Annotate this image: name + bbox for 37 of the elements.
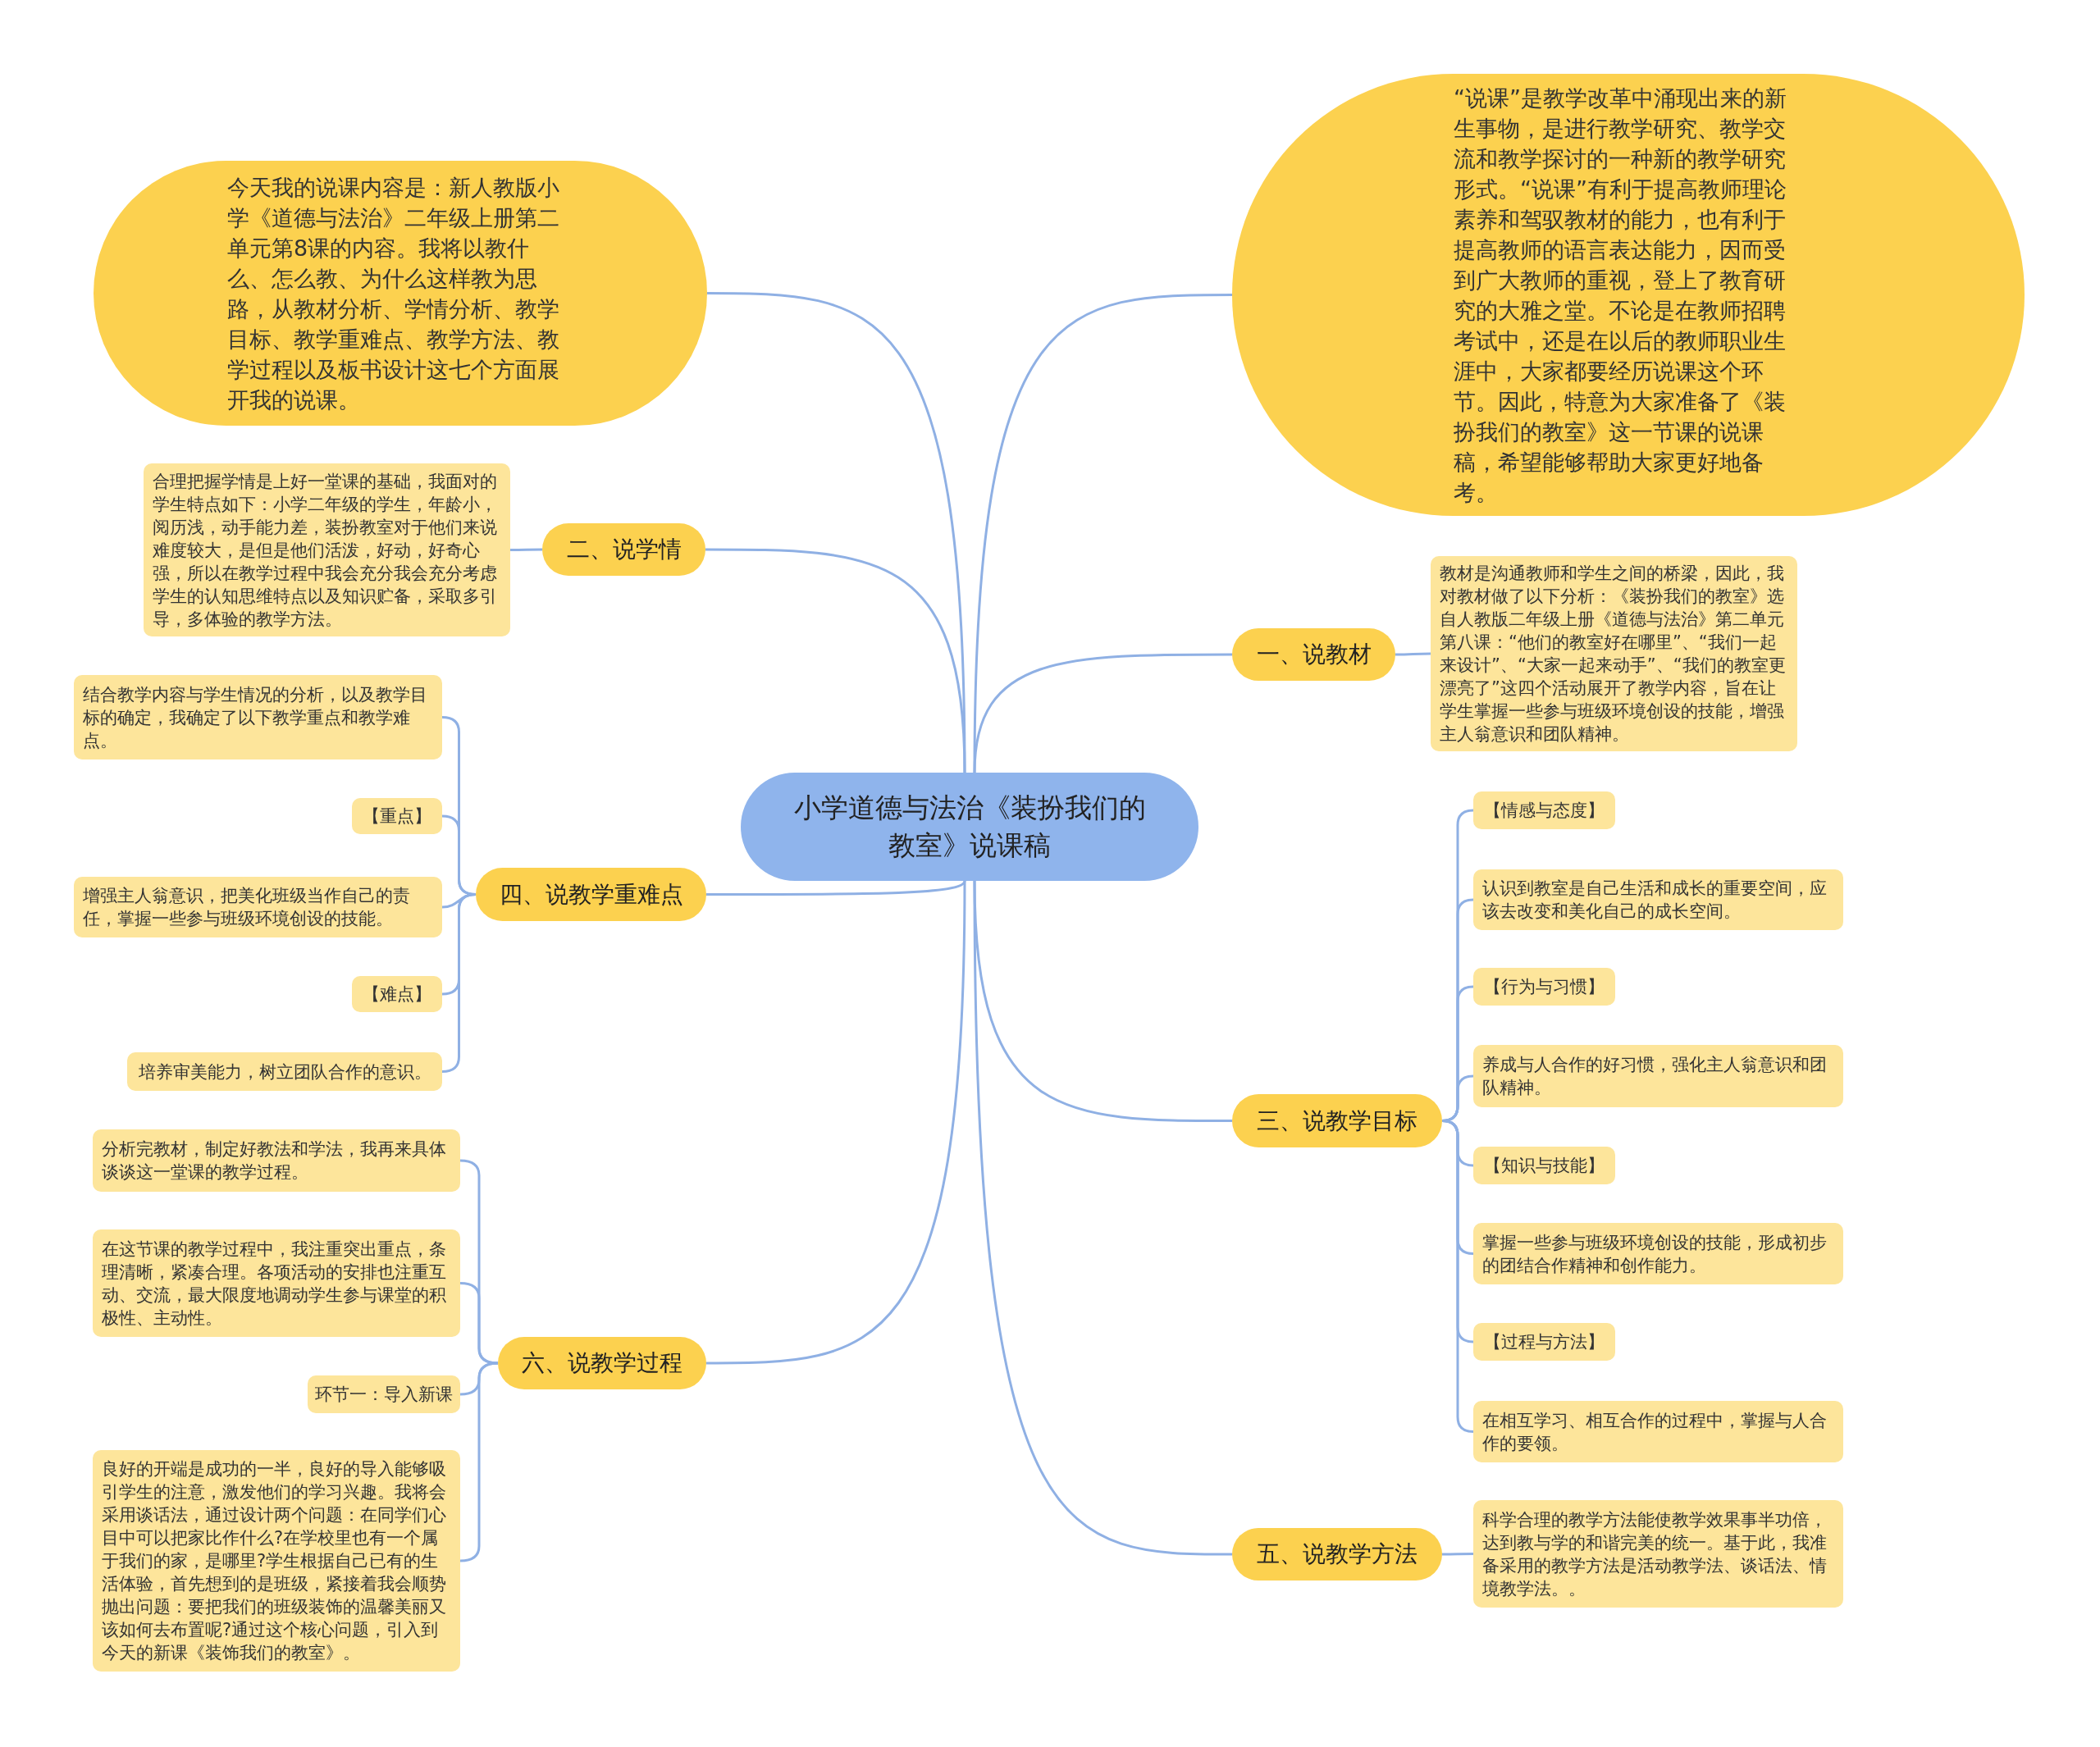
note-box: 科学合理的教学方法能使教学效果事半功倍，达到教与学的和谐完美的统一。基于此，我准备采用的教学方法是活动教学法、谈话法、情境教学法。。 [1473,1500,1843,1608]
topic-box: 四、说教学重难点 [476,868,706,921]
subheading-box: 环节一：导入新课 [308,1375,460,1413]
subheading-box: 【重点】 [352,798,442,834]
topic-box: 二、说学情 [542,523,705,576]
note-box: 教材是沟通教师和学生之间的桥梁，因此，我对教材做了以下分析：《装扮我们的教室》选自人教版二年级上册《道德与法治》第二单元第八课：“他们的教室好在哪里”、“我们一起来设计”、“大家一起来动手”、“我们的教室更漂亮了”这四个活动展开了教学内容，旨在让学生掌握一些参与班级环境创设的技能，增强主人翁意识和团队精神。 [1431,556,1797,751]
connector-line [973,294,1232,773]
subheading-box: 【知识与技能】 [1473,1147,1615,1184]
subheading-box: 【情感与态度】 [1473,791,1615,829]
note-box: 养成与人合作的好习惯，强化主人翁意识和团队精神。 [1473,1045,1843,1107]
central-topic: 小学道德与法治《装扮我们的教室》说课稿 [741,773,1198,881]
note-box: 认识到教室是自己生活和成长的重要空间，应该去改变和美化自己的成长空间。 [1473,869,1843,930]
connector-line [705,548,966,773]
note-box: 增强主人翁意识，把美化班级当作自己的责任，掌握一些参与班级环境创设的技能。 [74,877,442,937]
subheading-box: 【过程与方法】 [1473,1323,1615,1361]
topic-box: 六、说教学过程 [498,1337,706,1389]
topic-box: 五、说教学方法 [1232,1528,1442,1581]
note-box: 掌握一些参与班级环境创设的技能，形成初步的团结合作精神和创作能力。 [1473,1223,1843,1284]
note-box: 在这节课的教学过程中，我注重突出重点，条理清晰，紧凑合理。各项活动的安排也注重互动、交流，最大限度地调动学生参与课堂的积极性、主动性。 [93,1229,460,1337]
connector-line [510,548,542,551]
note-box: 结合教学内容与学生情况的分析，以及教学目标的确定，我确定了以下教学重点和教学难点。 [74,675,442,759]
connector-line [973,653,1232,773]
topic-box: 三、说教学目标 [1232,1094,1442,1147]
subheading-box: 【难点】 [352,976,442,1012]
connector-line [706,880,966,1365]
summary-bubble: “说课”是教学改革中涌现出来的新生事物，是进行教学研究、教学交流和教学探讨的一种新的教学研究形式。“说课”有利于提高教师理论素养和驾驭教材的能力，也有利于提高教师的语言表达能力，因而受到广大教师的重视，登上了教育研究的大雅之堂。不论是在教师招聘考试中，还是在以后的教师职业生涯中，大家都要经历说课这个环节。因此，特意为大家准备了《装扮我们的教室》这一节课的说课稿，希望能够帮助大家更好地备考。 [1232,74,2025,516]
topic-box: 一、说教材 [1232,628,1395,681]
summary-bubble: 今天我的说课内容是：新人教版小学《道德与法治》二年级上册第二单元第8课的内容。我将以教什么、怎么教、为什么这样教为思路，从教材分析、学情分析、教学目标、教学重难点、教学方法、教学过程以及板书设计这七个方面展开我的说课。 [94,161,707,426]
connector-line [1395,652,1431,656]
note-box: 在相互学习、相互合作的过程中，掌握与人合作的要领。 [1473,1401,1843,1462]
subheading-box: 【行为与习惯】 [1473,968,1615,1006]
note-box: 分析完教材，制定好教法和学法，我再来具体谈谈这一堂课的教学过程。 [93,1129,460,1192]
connector-line [459,1282,499,1365]
connector-line [973,881,1232,1556]
note-box: 培养审美能力，树立团队合作的意识。 [127,1052,442,1091]
note-box: 良好的开端是成功的一半，良好的导入能够吸引学生的注意，激发他们的学习兴趣。我将会采用谈话法，通过设计两个问题：在同学们心目中可以把家比作什么?在学校里也有一个属于我们的家，是哪里?学生根据自己已有的生活体验，首先想到的是班级，紧接着我会顺势抛出问题：要把我们的班级装饰的温馨美丽又该如何去布置呢?通过这个核心问题，引入到今天的新课《装饰我们的教室》。 [93,1450,460,1672]
note-box: 合理把握学情是上好一堂课的基础，我面对的学生特点如下：小学二年级的学生，年龄小，阅历浅，动手能力差，装扮教室对于他们来说难度较大，是但是他们活泼，好动，好奇心强，所以在教学过程中我会充分我会充分考虑学生的认知思维特点以及知识贮备，采取多引导，多体验的教学方法。 [144,463,510,636]
